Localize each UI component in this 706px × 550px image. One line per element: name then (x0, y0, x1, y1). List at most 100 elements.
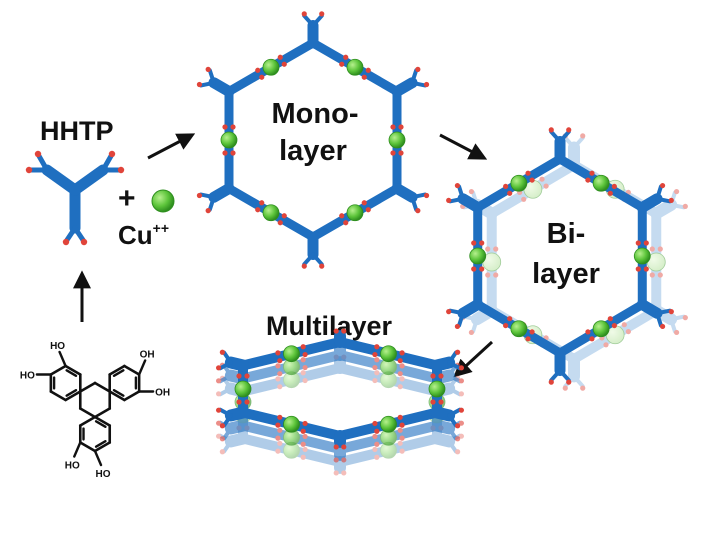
oxygen-atom (446, 309, 452, 315)
oxygen-atom (398, 124, 404, 130)
hydroxyl-label: OH (155, 388, 170, 399)
copper-node (510, 174, 528, 192)
linker-arm (208, 183, 235, 203)
oxygen-atom (548, 127, 554, 133)
linker-arm-tip (222, 350, 233, 365)
oxygen-atom (215, 365, 222, 371)
multilayer-framework (215, 328, 465, 476)
oxygen-atom (430, 399, 436, 405)
bond (49, 364, 67, 376)
copper-node (346, 58, 364, 76)
oxygen-atom (479, 266, 485, 272)
oxygen-atom (365, 207, 371, 213)
linker-arm-tip (655, 308, 672, 316)
linker-arm (430, 419, 456, 435)
oxygen-atom (255, 207, 261, 213)
oxygen-atom (507, 316, 513, 322)
linker-arm-tip (558, 368, 571, 383)
oxygen-atom (580, 385, 586, 391)
copper-label: Cu++ (118, 220, 169, 250)
double-bond (94, 420, 107, 428)
oxygen-atom (341, 328, 347, 334)
linker-arm-tip (549, 368, 562, 383)
oxygen-atom (361, 200, 367, 206)
oxygen-atom (341, 444, 347, 450)
oxygen-atom (277, 427, 283, 433)
oxygen-atom (302, 433, 308, 440)
bond (108, 364, 126, 376)
double-bond (65, 389, 78, 397)
copper-node (262, 204, 280, 222)
oxygen-atom (603, 342, 609, 348)
copper-node (388, 131, 406, 149)
linker-arm-tip (447, 413, 458, 428)
bond (64, 364, 82, 376)
oxygen-atom (277, 384, 283, 390)
linker-arm-tip (410, 195, 419, 212)
oxygen-atom (319, 11, 325, 17)
double-bond (112, 389, 125, 397)
copper-node (283, 415, 300, 433)
oxygen-atom (543, 183, 549, 189)
bond (78, 407, 97, 419)
oxygen-atom (277, 440, 283, 446)
oxygen-atom (222, 124, 228, 130)
oxygen-atom (277, 371, 283, 377)
oxygen-atom (607, 316, 613, 322)
linker-arm (224, 356, 250, 372)
oxygen-atom (300, 357, 306, 363)
copper-node (510, 320, 528, 338)
oxygen-atom (455, 449, 461, 455)
oxygen-atom (365, 67, 371, 73)
linker-arm-tip (311, 13, 324, 28)
oxygen-atom (196, 192, 203, 199)
linker-arm-tip (410, 192, 427, 200)
linker-arm (636, 299, 663, 319)
oxygen-atom (372, 420, 378, 427)
linker-arm (224, 419, 250, 435)
oxygen-atom (374, 441, 380, 447)
linker-arm (208, 77, 235, 97)
oxygen-atom (333, 470, 339, 476)
oxygen-atom (503, 322, 509, 329)
oxygen-atom (668, 197, 674, 203)
oxygen-atom (372, 364, 378, 371)
linker-arm (430, 406, 456, 422)
oxygen-atom (539, 176, 545, 182)
oxygen-atom (398, 150, 404, 156)
oxygen-atom (343, 54, 349, 60)
oxygen-atom (215, 391, 222, 397)
bond (93, 381, 112, 393)
oxygen-atom (529, 329, 535, 335)
linker-arm-tip (207, 68, 216, 85)
hhtp-label: HHTP (40, 116, 114, 146)
oxygen-atom (374, 344, 380, 350)
oxygen-atom (458, 420, 465, 426)
oxygen-atom (455, 349, 461, 355)
oxygen-atom (277, 54, 283, 60)
oxygen-atom (657, 246, 663, 252)
oxygen-atom (454, 182, 461, 189)
copper-node (283, 345, 300, 363)
linker-arm-tip (572, 135, 585, 150)
linker-arm (457, 193, 484, 213)
oxygen-atom (458, 378, 465, 384)
oxygen-atom (244, 373, 250, 379)
oxygen-atom (215, 420, 222, 426)
oxygen-atom (390, 150, 396, 156)
oxygen-atom (230, 124, 236, 130)
hhtp-linker-icon (25, 150, 125, 246)
plus-sign: + (118, 182, 136, 215)
bond (93, 415, 112, 427)
oxygen-atom (682, 315, 688, 321)
copper-node (234, 380, 252, 398)
linker-arm (457, 299, 484, 319)
oxygen-atom (339, 61, 345, 67)
oxygen-atom (589, 170, 595, 176)
linker-arm (224, 406, 250, 422)
oxygen-atom (205, 66, 211, 72)
oxygen-atom (643, 240, 649, 246)
oxygen-atom (397, 414, 403, 420)
oxygen-atom (275, 435, 281, 441)
oxygen-atom (300, 428, 306, 434)
